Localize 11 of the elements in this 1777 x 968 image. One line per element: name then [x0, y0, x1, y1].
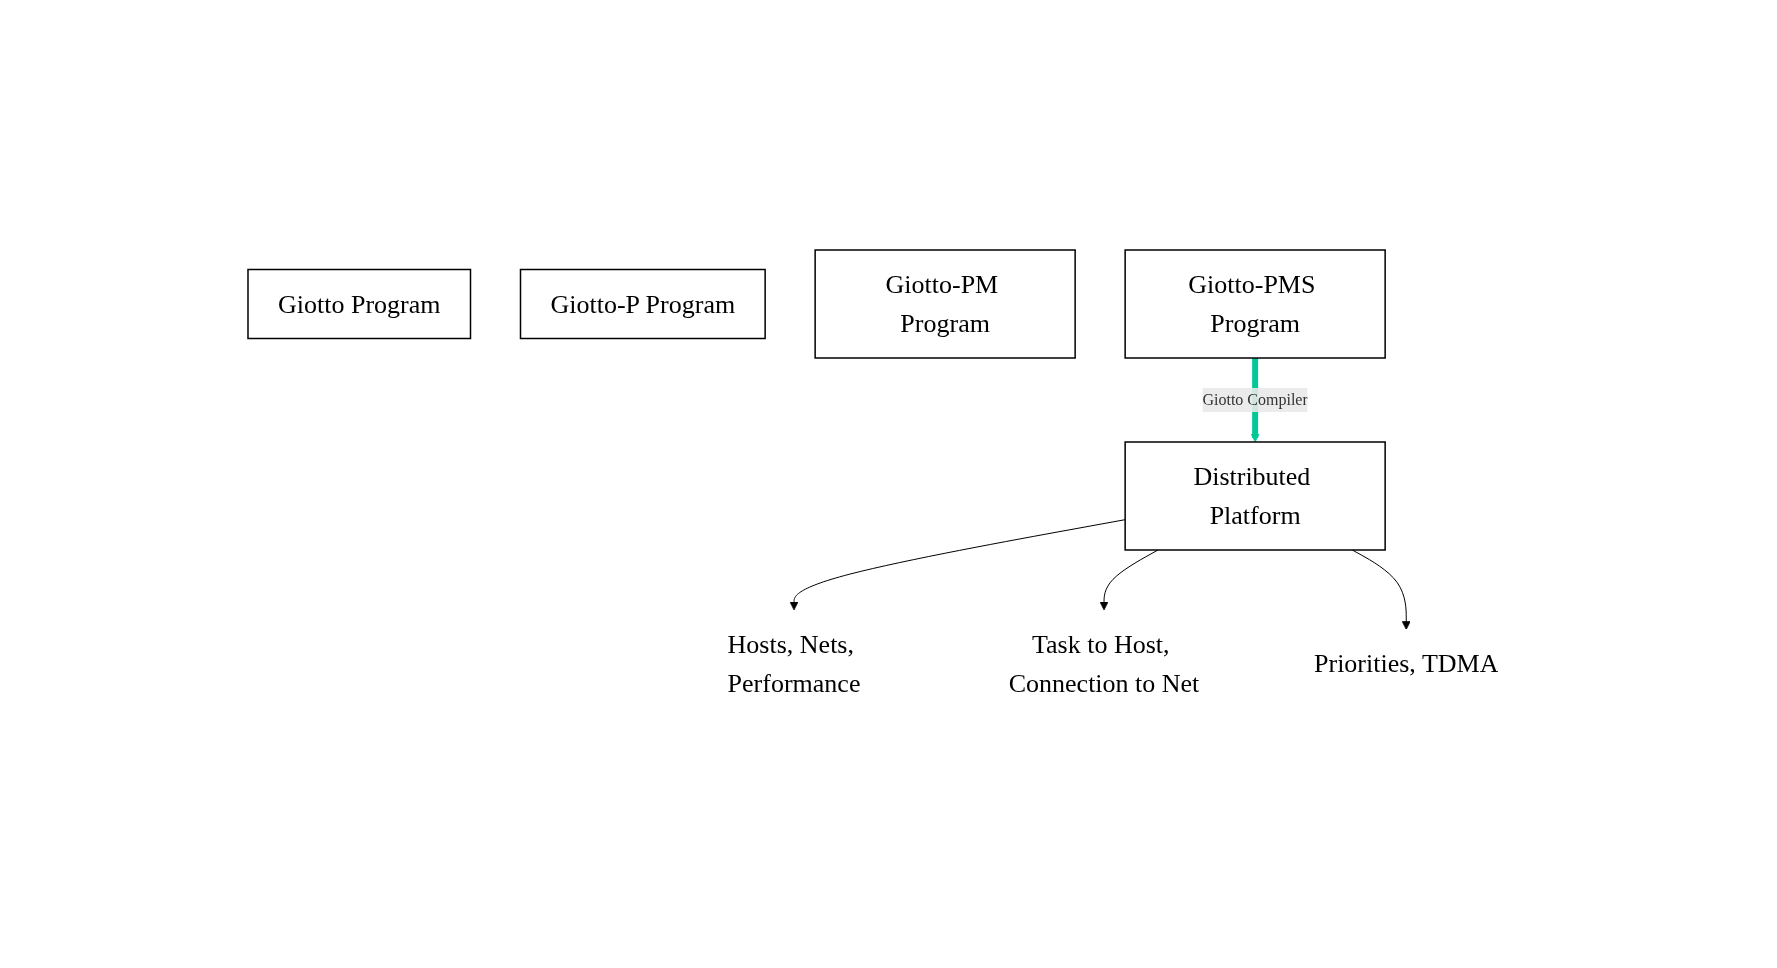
arrow [1352, 549, 1411, 630]
node-text: Priorities, TDMA [1314, 649, 1499, 679]
node-box: Giotto-P Program [520, 268, 767, 340]
node-box: Giotto Program [247, 268, 472, 340]
node-box: Giotto-PMS Program [1124, 249, 1387, 359]
node-box: Distributed Platform [1124, 441, 1387, 551]
edge-label: Giotto Compiler [1202, 391, 1309, 408]
node-text: Task to Host, Connection to Net [1008, 630, 1200, 698]
node-text: Hosts, Nets, Performance [727, 630, 861, 698]
node-box: Giotto-PM Program [814, 249, 1077, 359]
arrow [789, 519, 1126, 611]
